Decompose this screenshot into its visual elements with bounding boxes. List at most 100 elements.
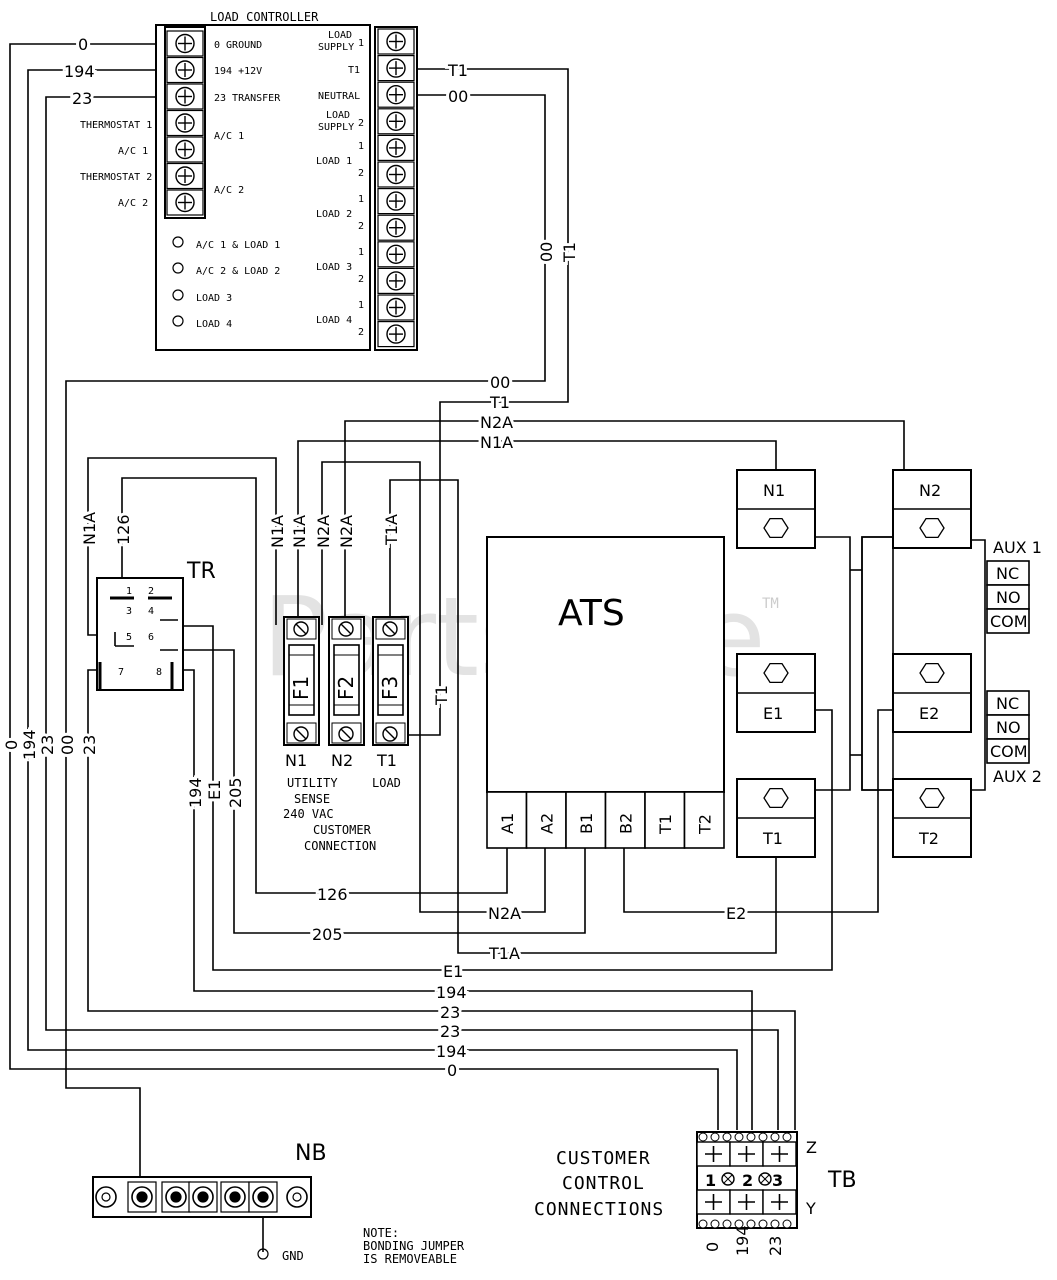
ats-terminal-T2 <box>683 791 725 849</box>
lc-left-terminal-4: A/C 2 <box>214 185 244 196</box>
wl-00-mid: 00 <box>490 373 510 392</box>
contact-N1: N1 <box>736 469 816 549</box>
lc-right-0: LOAD <box>328 30 352 41</box>
tb-title: TB <box>827 1168 857 1193</box>
wire-labels: 0 194 23 T1 00 00 T1 00 T1 N2A N1A N1A N… <box>0 32 749 1083</box>
wl-194-top: 194 <box>64 62 95 81</box>
wl-0-bot: 0 <box>447 1061 457 1080</box>
wl-23-top: 23 <box>72 89 92 108</box>
ats-terminal-label: A1 <box>498 813 517 834</box>
lc-led-0: A/C 1 & LOAD 1 <box>196 240 280 251</box>
lc-right-screw <box>386 244 406 265</box>
lc-load-pin-2: 2 <box>358 274 364 285</box>
lc-right-screw <box>386 324 406 344</box>
tb-bot-hole <box>722 1219 732 1229</box>
lc-right-screw <box>386 138 406 158</box>
nb-gnd: GND <box>282 1249 304 1263</box>
lc-right-screw <box>386 58 406 78</box>
contact-E1: E1 <box>736 653 816 733</box>
wl-00-left: 00 <box>58 735 77 755</box>
fuse-note-vac: 240 VAC <box>283 807 334 821</box>
tb-top-hole <box>734 1132 744 1142</box>
wl-126-bot: 126 <box>317 885 348 904</box>
wl-N1A-tr: N1A <box>80 512 99 545</box>
wl-194-left: 194 <box>20 729 39 760</box>
wl-T1-mid: T1 <box>489 393 510 412</box>
tb-top-hole <box>758 1132 768 1142</box>
tb-bot-hole <box>698 1219 708 1229</box>
nb-note-1: NOTE: <box>363 1226 399 1240</box>
lc-right-screw <box>386 191 406 211</box>
wire-205 <box>178 649 586 934</box>
ats-terminal-B1 <box>565 791 607 849</box>
wl-205-bot: 205 <box>312 925 343 944</box>
tr-pin-7: 7 <box>118 667 124 678</box>
wl-205-relay: 205 <box>226 777 245 808</box>
tb-top-hole <box>746 1132 756 1142</box>
wl-N2A-bot: N2A <box>488 904 521 923</box>
relay-tr: TR 1 2 3 4 5 6 7 8 <box>96 559 216 691</box>
wl-N2A-f2b: N2A <box>337 515 356 548</box>
aux2-label: AUX 2 <box>993 767 1042 786</box>
fuse-label-n2: N2 <box>331 751 353 770</box>
wire-00 <box>65 94 546 1180</box>
wl-0-left: 0 <box>2 740 21 750</box>
lc-right-load2: LOAD 2 <box>316 209 352 220</box>
tb-num-1: 1 <box>705 1171 716 1190</box>
wire-23-a <box>45 96 779 1130</box>
lc-left-screw <box>175 33 195 54</box>
customer-l3: CONNECTIONS <box>534 1199 664 1220</box>
lc-load-pin-2: 2 <box>358 327 364 338</box>
wl-N1A-f1b: N1A <box>290 515 309 548</box>
tr-title: TR <box>186 559 216 584</box>
ats-terminal-label: T1 <box>656 814 675 835</box>
customer-l2: CONTROL <box>562 1173 645 1194</box>
ats-title: ATS <box>558 593 625 634</box>
wire-T1A <box>389 479 777 954</box>
tr-pin-3: 3 <box>126 606 132 617</box>
contact-T1: T1 <box>736 778 816 858</box>
wl-N2A-mid: N2A <box>480 413 513 432</box>
wl-23-bot-a: 23 <box>440 1003 460 1022</box>
lc-right-load4: LOAD 4 <box>316 315 352 326</box>
wl-T1-vert: T1 <box>560 242 579 263</box>
nb-note-3: IS REMOVEABLE <box>363 1252 457 1266</box>
tr-pin-8: 8 <box>156 667 162 678</box>
wl-T1A-bot: T1A <box>488 944 520 963</box>
tr-pin-4: 4 <box>148 606 154 617</box>
lc-left-terminal-1: 194 +12V <box>214 66 262 77</box>
lc-left-screw <box>175 60 195 80</box>
wl-23-left: 23 <box>38 735 57 755</box>
lc-right-2: 1 <box>358 38 364 49</box>
load-controller: LOAD CONTROLLER 0 GROUND 194 +12V 23 TRA… <box>80 10 418 351</box>
tb-num-2: 2 <box>742 1171 753 1190</box>
wires <box>9 43 986 1252</box>
fuse-F2: F2 <box>328 616 365 746</box>
fuse-name: F3 <box>378 676 402 700</box>
lc-load-pin-1: 1 <box>358 194 364 205</box>
aux2-cell <box>986 690 1030 716</box>
fuse-connection: CONNECTION <box>304 839 376 853</box>
aux2-cell <box>986 714 1030 740</box>
tb-y: Y <box>805 1199 816 1218</box>
fuse-name: F2 <box>334 676 358 700</box>
aux1-cell <box>986 584 1030 610</box>
lc-right-screw <box>386 271 406 291</box>
lc-left-terminal-3: A/C 1 <box>214 131 244 142</box>
tb-bot-hole <box>782 1219 792 1229</box>
contact-label: N2 <box>919 481 941 500</box>
tb-bot-hole <box>710 1219 720 1229</box>
tb-top-hole <box>770 1132 780 1142</box>
lc-right-screw <box>386 31 406 52</box>
wl-E2-bot: E2 <box>726 904 746 923</box>
lc-right-3: T1 <box>348 65 360 76</box>
lc-left-terminal-2: 23 TRANSFER <box>214 93 281 104</box>
tb-bottom-0: 0 <box>703 1242 722 1252</box>
lc-load-pin-2: 2 <box>358 168 364 179</box>
lc-load-pin-2: 2 <box>358 221 364 232</box>
tb-top-hole <box>782 1132 792 1142</box>
wire-T1 <box>395 68 569 736</box>
aux1-cell <box>986 608 1030 634</box>
